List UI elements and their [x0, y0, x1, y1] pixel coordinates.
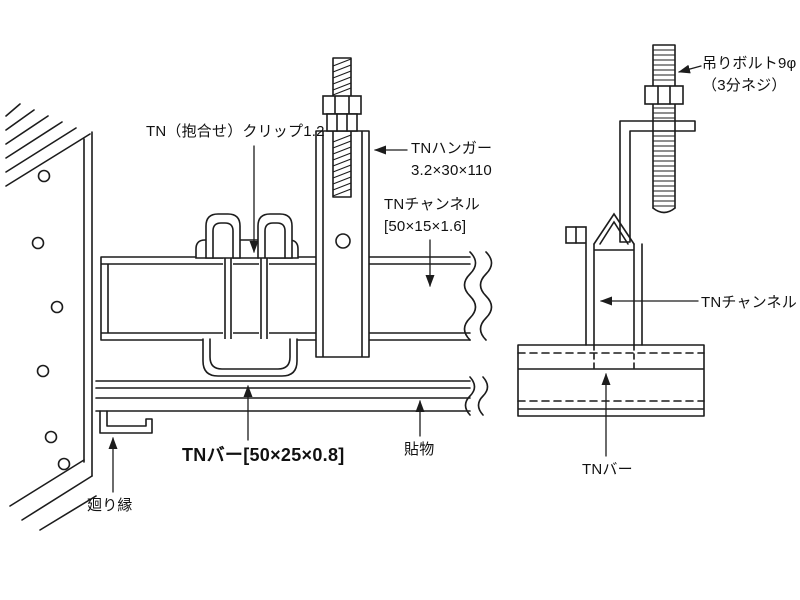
hanger-hole [335, 233, 351, 249]
channel-lines [100, 256, 471, 341]
ceiling-molding-profile [99, 410, 153, 434]
channel-hidden-lines [593, 344, 635, 370]
label-tn-hanger-name: TNハンガー [411, 140, 493, 157]
clip-leg-mask [223, 258, 233, 342]
hex-nut-facets [657, 85, 671, 105]
hex-nut-facets [336, 113, 348, 132]
label-covering: 貼物 [404, 441, 435, 458]
label-tn-channel-size: [50×15×1.6] [384, 217, 467, 235]
bar-board-lines [95, 380, 471, 412]
label-tn-bar-spec: TNバー[50×25×0.8] [182, 445, 345, 465]
channel-break-line [463, 251, 477, 341]
hex-nut [644, 85, 684, 105]
clip-loop-inner [264, 222, 286, 259]
bar-hidden-lines [517, 352, 705, 402]
wall-hole [37, 169, 51, 183]
label-tn-hanger: TNハンガー 3.2×30×110 [411, 138, 492, 182]
hex-nut [322, 95, 362, 115]
wall-hole [31, 236, 45, 250]
wall-hole [50, 300, 64, 314]
wall-bottom-hatch [9, 459, 97, 531]
clip-loop-outer [257, 213, 293, 259]
wall-top-hatch [5, 103, 91, 187]
label-hanging-bolt-note: （3分ネジ） [702, 76, 787, 94]
label-tn-channel-name: TNチャンネル [384, 196, 480, 213]
hanging-bolt-rod-end [652, 207, 676, 214]
spring-clip [593, 212, 635, 245]
clip-loop-outer [205, 213, 241, 259]
wall-hole [36, 364, 50, 378]
label-hanging-bolt-name: 吊りボルト9φ [702, 55, 797, 72]
clip-saddle-outer [202, 338, 298, 377]
hanging-bolt-rod [652, 44, 676, 209]
label-tn-hanger-size: 3.2×30×110 [411, 161, 492, 179]
clip-saddle-inner [209, 338, 291, 370]
bolt-rod-top-hatch [332, 58, 352, 96]
hanging-bolt-threads [653, 49, 675, 207]
tn-channel-side-view [100, 251, 493, 341]
hanger-rod-thread-hatch [332, 134, 352, 197]
clip-legs [224, 257, 268, 343]
arrow-to-bolt [678, 64, 702, 74]
label-tn-channel-right: TNチャンネル [701, 294, 797, 311]
label-tn-clip: TN（抱合せ）クリップ1.2 [146, 123, 325, 140]
hanger-bracket [619, 120, 696, 243]
clip-loop-inner [212, 222, 234, 259]
label-ceiling-molding: 廻り縁 [87, 497, 133, 514]
channel-break-line [479, 251, 493, 341]
tn-bar-board-side-view [95, 376, 489, 416]
tn-channel-end-view [585, 243, 643, 346]
tn-clip-assembly [195, 213, 299, 377]
clip-leg-mask [259, 258, 269, 342]
wall-hole [57, 457, 71, 471]
leader-arrows [108, 64, 702, 493]
wall-section [5, 103, 97, 531]
right-detail-assembly [565, 44, 696, 346]
label-hanging-bolt: 吊りボルト9φ （3分ネジ） [702, 53, 796, 97]
bar-break-line [477, 376, 489, 416]
bar-solid-lines [517, 344, 705, 417]
hanger-mask [316, 131, 369, 357]
wall-edges [83, 131, 93, 477]
hex-nut [326, 113, 358, 132]
label-tn-channel-spec: TNチャンネル [50×15×1.6] [384, 194, 480, 238]
label-tn-bar-right: TNバー [582, 461, 633, 478]
bar-break-line [464, 376, 476, 416]
hex-nut-facets [334, 95, 350, 115]
wall-hole [44, 430, 58, 444]
tn-hanger-assembly [315, 57, 370, 358]
tn-bar-end-view [517, 344, 705, 417]
